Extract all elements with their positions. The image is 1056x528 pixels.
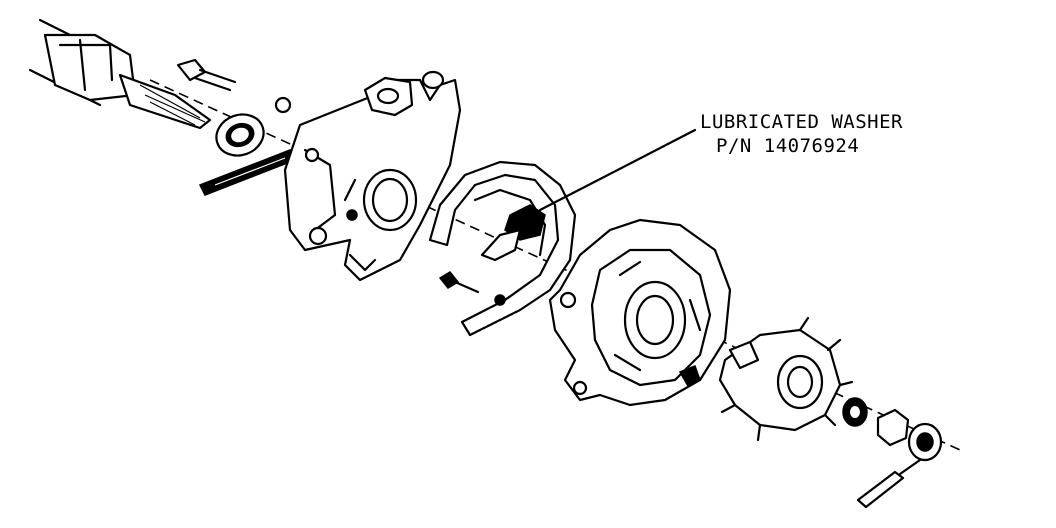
shim <box>198 149 297 196</box>
callout-part-number: P/N 14076924 <box>716 135 860 157</box>
steering-knuckle <box>283 70 462 282</box>
cotter-pin <box>856 458 922 509</box>
callout-part-name: LUBRICATED WASHER <box>700 111 903 133</box>
dust-cap <box>907 422 943 462</box>
brake-backing-plate <box>548 218 732 407</box>
wheel-hub <box>718 316 854 442</box>
callout-leader <box>538 128 697 212</box>
lubricated-washer-callout: LUBRICATED WASHER P/N 14076924 <box>700 110 903 158</box>
splash-shield <box>428 160 577 337</box>
washer <box>842 397 868 427</box>
spindle-nut <box>876 408 910 447</box>
upper-bolt <box>176 58 292 114</box>
drive-shaft <box>28 18 212 130</box>
seal-ring <box>215 113 265 157</box>
lower-bolt <box>438 271 480 294</box>
